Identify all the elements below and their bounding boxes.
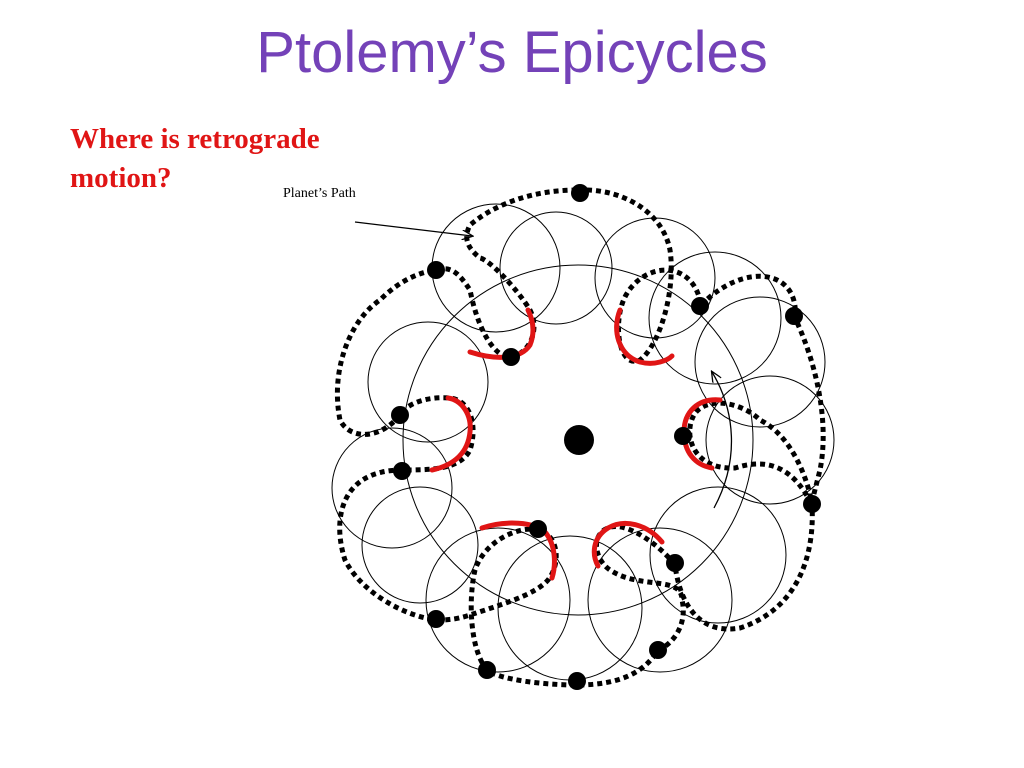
planet-dot — [666, 554, 684, 572]
epicycle-circle — [331, 427, 453, 549]
planet-dot — [427, 261, 445, 279]
epicycle-circle — [499, 211, 613, 325]
retrograde-loop — [614, 307, 675, 366]
planet-dot — [691, 297, 709, 315]
epicycle-circle — [425, 527, 571, 673]
earth-center — [564, 425, 594, 455]
planet-dot — [393, 462, 411, 480]
epicycle-circle — [594, 217, 716, 339]
epicycle-circle — [367, 321, 489, 443]
epicycle-circle — [694, 296, 826, 428]
epicycle-circle — [705, 375, 835, 505]
epicycle-circle — [648, 251, 782, 385]
planet-path-label: Planet’s Path — [283, 186, 356, 201]
planet-dot — [803, 495, 821, 513]
slide-title: Ptolemy’s Epicycles — [256, 20, 768, 85]
deferent-circle — [402, 264, 754, 616]
retrograde-segments — [429, 307, 723, 581]
planet-dot — [427, 610, 445, 628]
planet-dot — [649, 641, 667, 659]
retrograde-loop — [591, 520, 665, 569]
planet-dot — [785, 307, 803, 325]
planet-dot — [391, 406, 409, 424]
motion-direction-arrow — [712, 372, 733, 509]
epicycle-circle — [587, 527, 733, 673]
planet-positions — [391, 184, 821, 690]
planet-dot — [478, 661, 496, 679]
planet-dot — [571, 184, 589, 202]
planet-dot — [674, 427, 692, 445]
planet-dot — [502, 348, 520, 366]
epicycle-circle — [361, 486, 479, 604]
planet-dot — [529, 520, 547, 538]
retrograde-loop — [467, 307, 536, 360]
question-text: Where is retrograde motion? — [70, 123, 320, 195]
path-pointer-arrow — [354, 221, 472, 236]
epicycle-circle — [649, 486, 787, 624]
planet-dot — [568, 672, 586, 690]
retrograde-loop — [429, 395, 473, 473]
